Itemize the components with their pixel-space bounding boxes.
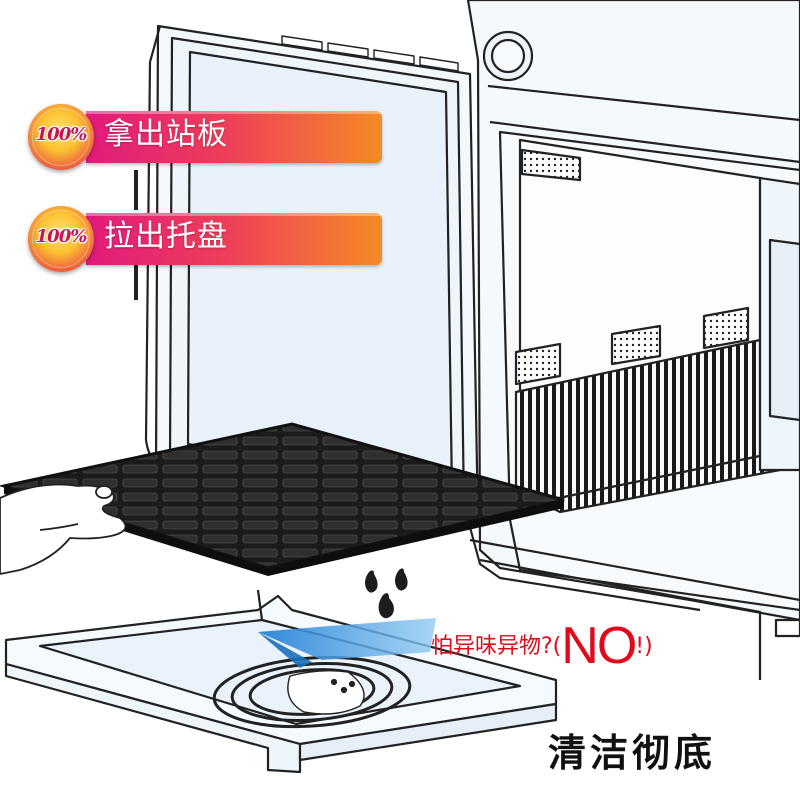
cage-body xyxy=(466,0,800,680)
callout-answer: NO xyxy=(561,617,637,675)
water-drops-icon xyxy=(365,568,408,619)
litter-tray xyxy=(4,589,558,774)
badge-remove-grate: 拿出站板 100% xyxy=(28,104,382,170)
percent-seal: 100% xyxy=(28,104,94,170)
callout-suffix: !) xyxy=(635,634,653,659)
badge-bar xyxy=(86,213,382,265)
badge-bar xyxy=(86,111,382,163)
badge-label: 拿出站板 xyxy=(104,117,228,152)
percent-text: 100% xyxy=(35,226,88,247)
percent-seal: 100% xyxy=(28,206,94,272)
callout-question: 怕异味异物?( xyxy=(431,634,562,659)
badge-pull-tray: 拉出托盘 100% xyxy=(28,206,382,272)
hand-outline xyxy=(0,483,127,575)
percent-text: 100% xyxy=(35,124,88,145)
blue-arrow-icon xyxy=(258,618,436,668)
badge-label: 拉出托盘 xyxy=(104,219,228,254)
caption-thorough-clean: 清洁彻底 xyxy=(548,731,717,775)
odor-callout: 怕异味异物?(NO!) xyxy=(431,616,653,675)
